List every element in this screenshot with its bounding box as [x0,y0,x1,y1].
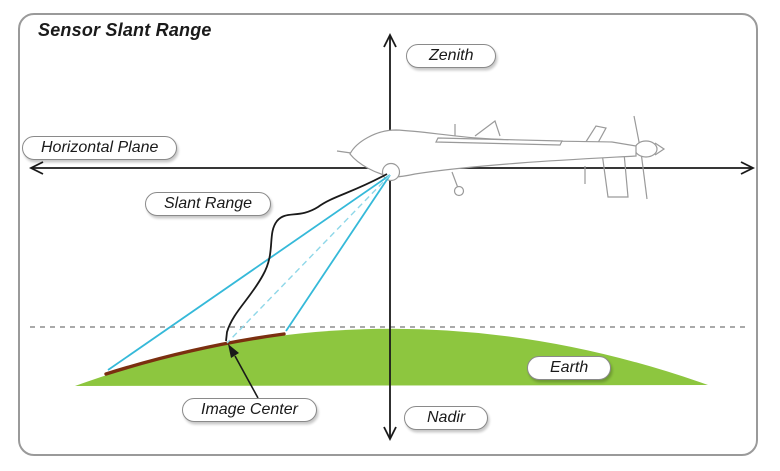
spinner-cone [654,142,666,156]
label-nadir-text: Nadir [427,409,466,426]
label-slant-range-text: Slant Range [164,195,253,212]
wing [435,137,563,146]
nadir-arrowhead-icon [383,426,397,442]
image-center-leader-line [234,355,259,399]
label-image-center-text: Image Center [201,401,298,418]
label-zenith: Zenith [406,44,497,68]
gear-strut [451,171,459,189]
label-slant-range: Slant Range [145,192,272,216]
sensor-boresight-dashed [226,174,391,344]
nose-probe [336,150,352,154]
gear-wheel [453,185,465,197]
label-zenith-text: Zenith [429,47,474,64]
slant-range-curve [225,173,388,342]
image-center-arrow [228,344,259,399]
propeller-blade-upper [633,115,641,148]
zenith-arrowhead-icon [383,32,397,48]
label-nadir: Nadir [404,406,489,430]
label-earth: Earth [527,356,612,380]
label-horizontal-plane: Horizontal Plane [22,136,178,160]
sensor-fov-rays [107,174,391,371]
vertical-axis [383,32,397,442]
fuselage [349,129,637,178]
image-footprint-arc [104,332,286,376]
label-earth-text: Earth [550,359,589,376]
image-center-arrowhead-icon [228,344,239,358]
right-arrowhead-icon [740,161,756,175]
propeller-spinner [634,140,658,158]
uav-aircraft [336,115,666,200]
sensor-ray-right [285,174,391,332]
diagram-title: Sensor Slant Range [38,20,212,40]
label-image-center: Image Center [182,398,317,422]
left-arrowhead-icon [28,161,44,175]
v-tail-fin [474,120,501,137]
ventral-fin [601,152,629,198]
label-horizontal-plane-text: Horizontal Plane [41,139,159,156]
propeller-blade-lower [640,151,648,200]
sensor-ray-left [107,174,391,371]
